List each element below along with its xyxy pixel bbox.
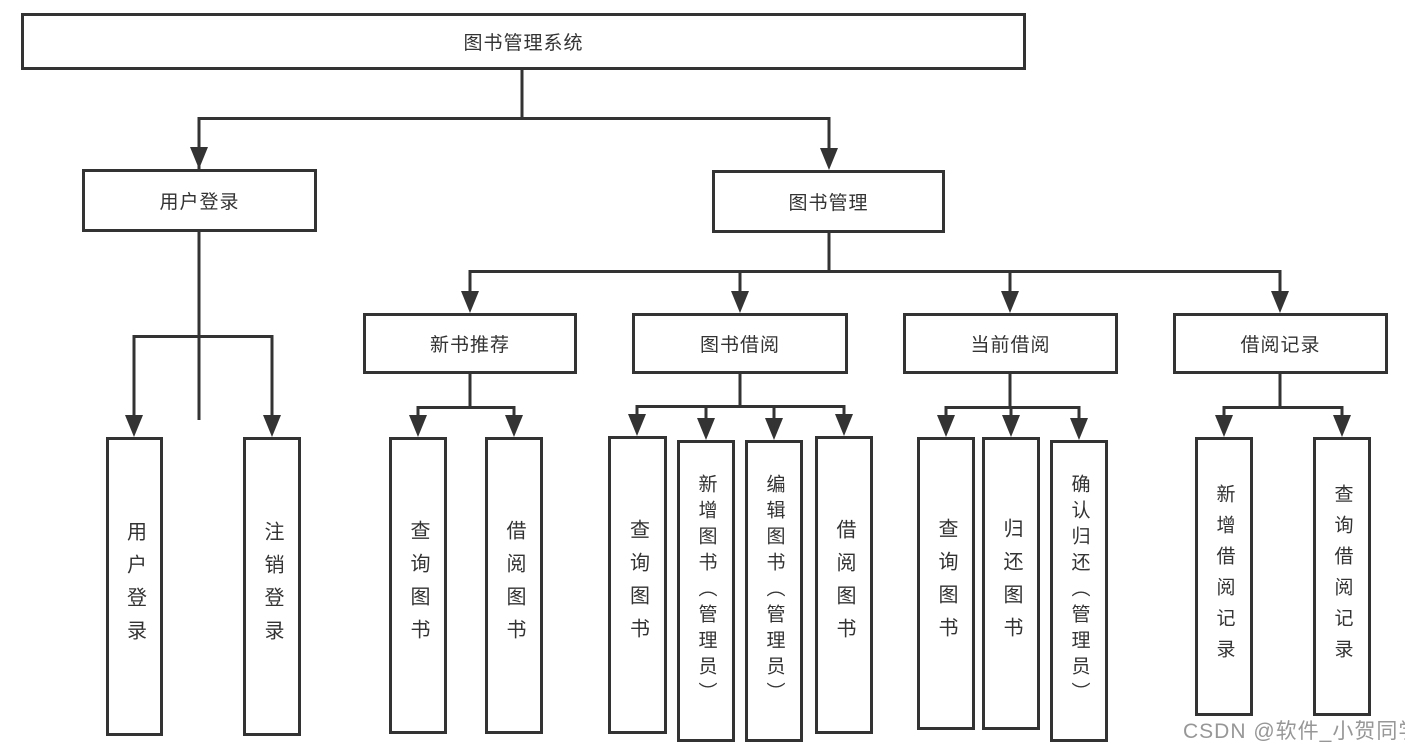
leaf-query-borrow-record: 查询借阅记录 bbox=[1313, 437, 1371, 716]
csdn-watermark: CSDN @软件_小贺同学 bbox=[1183, 720, 1405, 743]
leaf-borrow-books-borrow: 借阅图书 bbox=[815, 436, 873, 734]
user-login-branch-box: 用户登录 bbox=[82, 169, 317, 232]
book-borrow-section-box: 图书借阅 bbox=[632, 313, 848, 374]
system-root-box: 图书管理系统 bbox=[21, 13, 1026, 70]
leaf-add-book-admin: 新增图书（管理员） bbox=[677, 440, 735, 742]
leaf-edit-book-admin: 编辑图书（管理员） bbox=[745, 440, 803, 742]
leaf-query-books-new: 查询图书 bbox=[389, 437, 447, 734]
leaf-borrow-books-new: 借阅图书 bbox=[485, 437, 543, 734]
leaf-logout: 注销登录 bbox=[243, 437, 301, 736]
leaf-confirm-return-admin: 确认归还（管理员） bbox=[1050, 440, 1108, 742]
borrow-records-section-box: 借阅记录 bbox=[1173, 313, 1388, 374]
leaf-user-login: 用户登录 bbox=[106, 437, 163, 736]
current-borrow-section-box: 当前借阅 bbox=[903, 313, 1118, 374]
book-mgmt-branch-box: 图书管理 bbox=[712, 170, 945, 233]
new-books-section-box: 新书推荐 bbox=[363, 313, 577, 374]
leaf-add-borrow-record: 新增借阅记录 bbox=[1195, 437, 1253, 716]
leaf-return-book: 归还图书 bbox=[982, 437, 1040, 730]
leaf-query-books-current: 查询图书 bbox=[917, 437, 975, 730]
leaf-query-books-borrow: 查询图书 bbox=[608, 436, 667, 734]
